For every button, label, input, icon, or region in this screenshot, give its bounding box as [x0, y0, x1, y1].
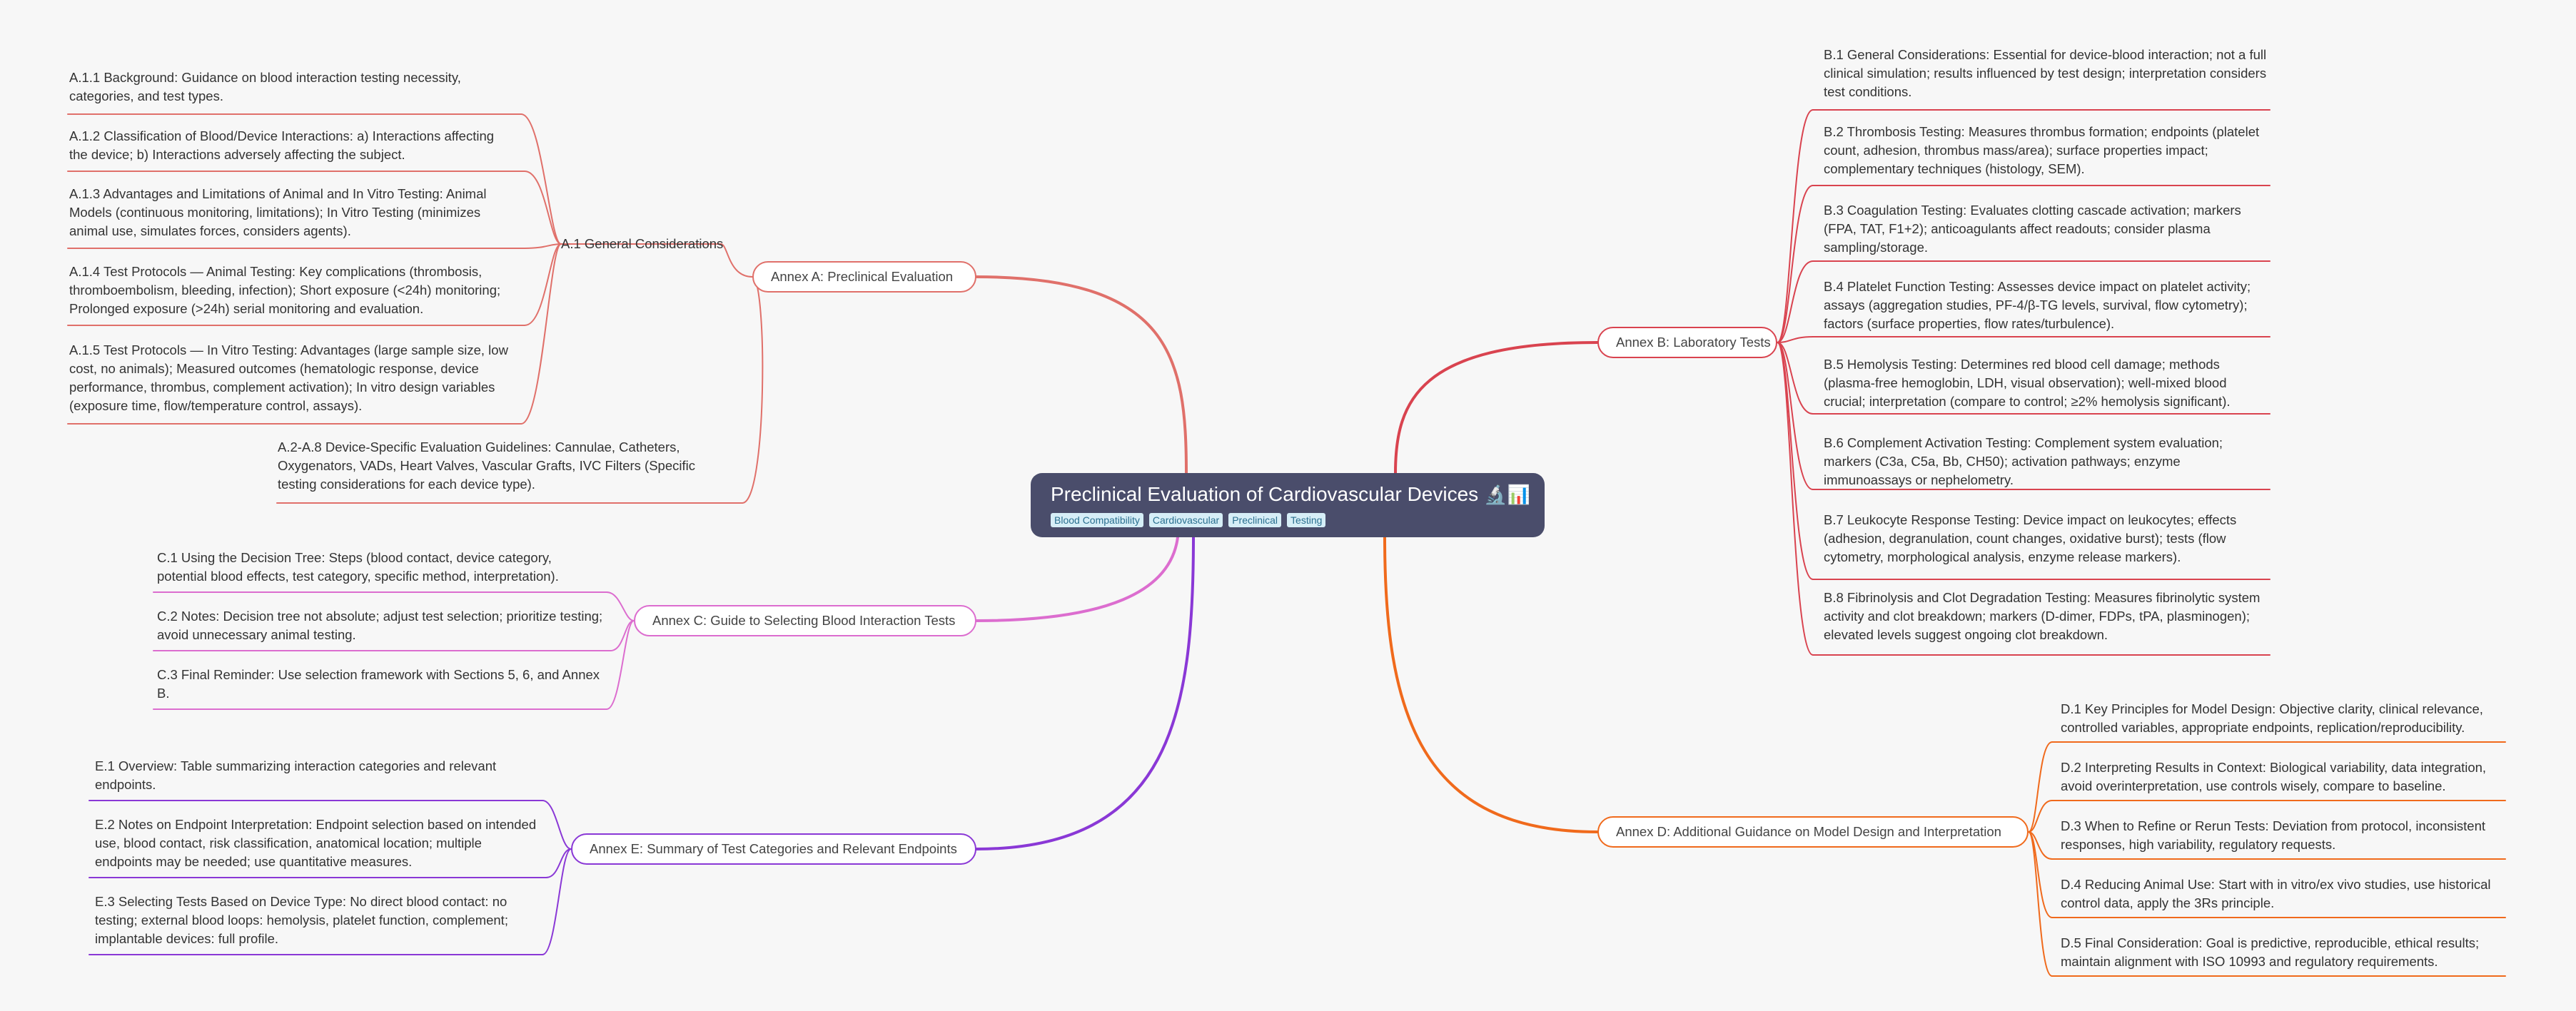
leaf-c-2: C.2 Notes: Decision tree not absolute; a… — [157, 609, 603, 642]
link-root-annex-c — [975, 536, 1179, 622]
leaf-d-4: D.4 Reducing Animal Use: Start with in v… — [2061, 877, 2491, 910]
branch-annex-b[interactable]: Annex B: Laboratory Tests — [1597, 327, 1777, 358]
branch-annex-c[interactable]: Annex C: Guide to Selecting Blood Intera… — [634, 605, 976, 636]
microscope-chart-icon: 🔬📊 — [1484, 484, 1530, 505]
leaf-b-3: B.3 Coagulation Testing: Evaluates clott… — [1824, 203, 2241, 255]
leaf-b-4: B.4 Platelet Function Testing: Assesses … — [1824, 279, 2251, 331]
leaf-e-1: E.1 Overview: Table summarizing interact… — [95, 758, 497, 792]
leaf-d-5: D.5 Final Consideration: Goal is predict… — [2061, 935, 2480, 969]
leaf-a-1-4: A.1.4 Test Protocols — Animal Testing: K… — [69, 264, 501, 316]
leaf-a-2-a-8: A.2-A.8 Device-Specific Evaluation Guide… — [278, 440, 695, 492]
leaf-a-1-3: A.1.3 Advantages and Limitations of Anim… — [69, 186, 487, 238]
branch-annex-a[interactable]: Annex A: Preclinical Evaluation — [752, 261, 976, 293]
leaf-b-1: B.1 General Considerations: Essential fo… — [1824, 47, 2267, 99]
branch-annex-e[interactable]: Annex E: Summary of Test Categories and … — [571, 833, 976, 865]
leaf-b-6: B.6 Complement Activation Testing: Compl… — [1824, 435, 2223, 487]
root-title: Preclinical Evaluation of Cardiovascular… — [1051, 483, 1530, 505]
root-node[interactable]: Preclinical Evaluation of Cardiovascular… — [1031, 473, 1545, 537]
link-root-annex-a — [975, 275, 1188, 474]
leaf-c-1: C.1 Using the Decision Tree: Steps (bloo… — [157, 550, 559, 584]
leaf-a-1-2: A.1.2 Classification of Blood/Device Int… — [69, 128, 495, 162]
link-root-annex-d — [1383, 536, 1599, 833]
leaf-c-3: C.3 Final Reminder: Use selection framew… — [157, 667, 600, 701]
leaf-b-8: B.8 Fibrinolysis and Clot Degradation Te… — [1824, 590, 2261, 642]
leaf-a-1-1: A.1.1 Background: Guidance on blood inte… — [69, 70, 461, 103]
link-root-annex-b — [1394, 341, 1599, 474]
leaf-e-3: E.3 Selecting Tests Based on Device Type… — [95, 894, 508, 946]
leaf-d-3: D.3 When to Refine or Rerun Tests: Devia… — [2061, 818, 2486, 852]
root-tags: Blood Compatibility Cardiovascular Precl… — [1051, 513, 1525, 527]
leaf-d-1: D.1 Key Principles for Model Design: Obj… — [2061, 701, 2483, 735]
tag-cardiovascular: Cardiovascular — [1148, 513, 1223, 527]
branch-a1-general-considerations[interactable]: A.1 General Considerations — [561, 236, 724, 251]
leaf-a-1-5: A.1.5 Test Protocols — In Vitro Testing:… — [69, 342, 508, 413]
tag-testing: Testing — [1287, 513, 1326, 527]
leaf-b-2: B.2 Thrombosis Testing: Measures thrombu… — [1824, 124, 2260, 176]
leaf-b-7: B.7 Leukocyte Response Testing: Device i… — [1824, 512, 2237, 564]
tag-blood-compatibility: Blood Compatibility — [1051, 513, 1143, 527]
leaf-e-2: E.2 Notes on Endpoint Interpretation: En… — [95, 817, 537, 869]
leaf-d-2: D.2 Interpreting Results in Context: Bio… — [2061, 760, 2487, 793]
tag-preclinical: Preclinical — [1228, 513, 1282, 527]
branch-annex-d[interactable]: Annex D: Additional Guidance on Model De… — [1597, 816, 2029, 848]
leaf-b-5: B.5 Hemolysis Testing: Determines red bl… — [1824, 357, 2231, 409]
link-root-annex-e — [975, 536, 1195, 850]
